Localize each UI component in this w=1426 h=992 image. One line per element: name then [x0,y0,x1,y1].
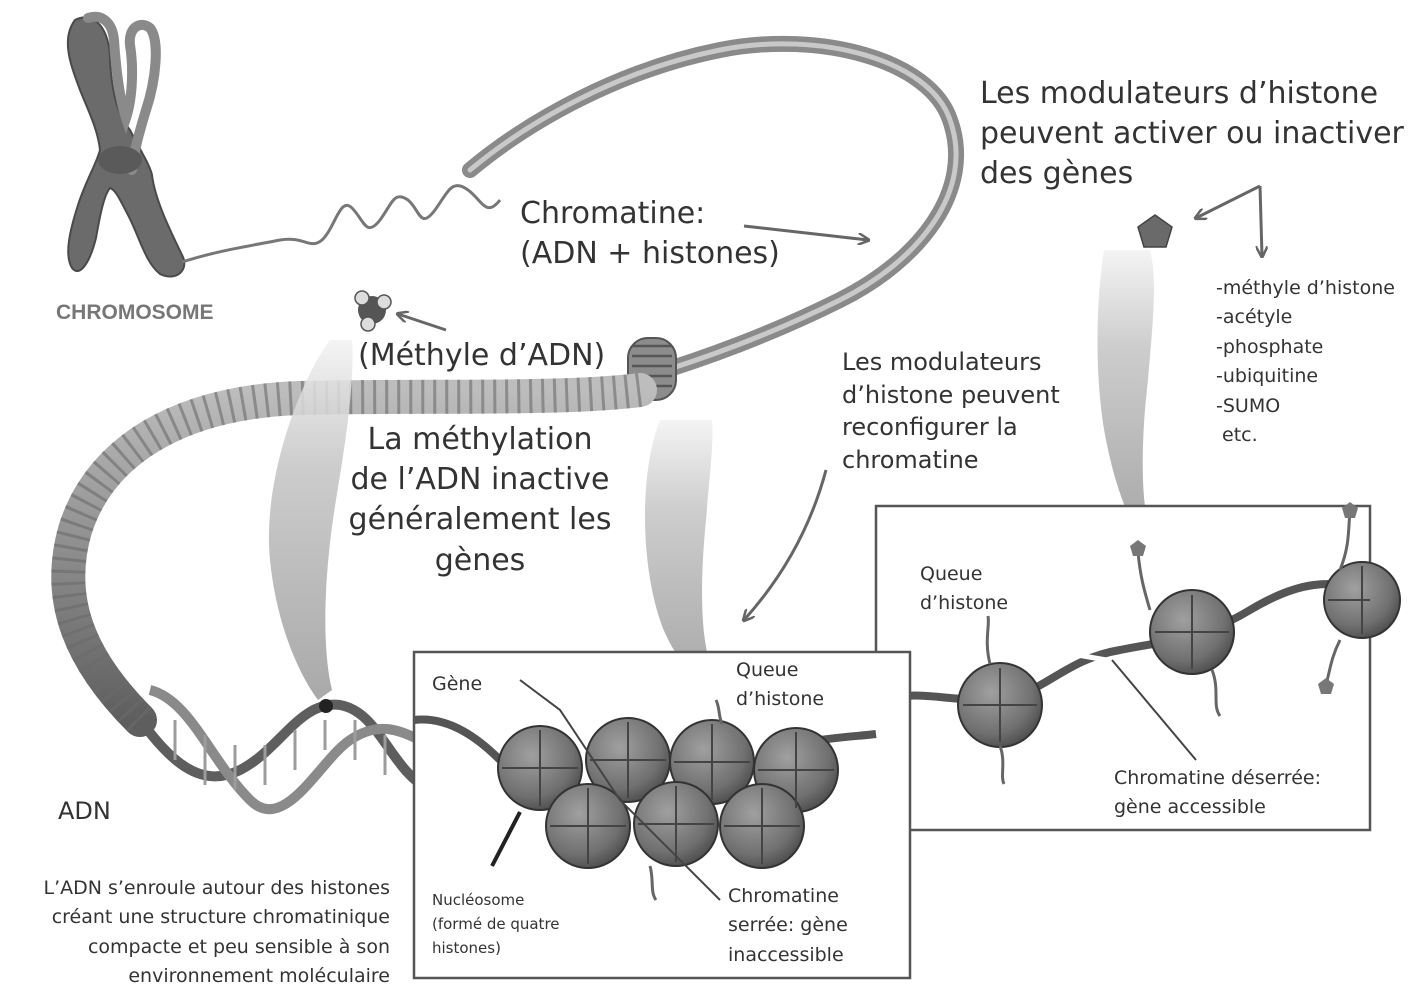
modulators-mid-line-1: Les modulateurs [842,346,1060,379]
dna-helix [140,690,430,809]
open-chromatin-line-2: gène accessible [1114,793,1321,822]
modification-item: -ubiquitine [1216,362,1395,391]
modification-list: -méthyle d’histone -acétyle -phosphate -… [1216,274,1395,451]
modulators-mid-line-4: chromatine [842,444,1060,477]
modification-item: -SUMO [1216,392,1395,421]
modification-item: -méthyle d’histone [1216,274,1395,303]
modulators-top-note: Les modulateurs d’histone peuvent active… [980,74,1404,195]
adn-note-line-2: créant une structure chromatinique [6,903,390,932]
histone-tail-left-line-1: Queue [736,656,824,685]
histone-tail-right-line-1: Queue [920,560,1008,589]
histone-tail-left-label: Queue d’histone [736,656,824,715]
open-chromatin-label: Chromatine déserrée: gène accessible [1114,764,1321,823]
modification-item: etc. [1216,421,1395,450]
modulators-top-line-2: peuvent activer ou inactiver [980,114,1404,154]
adn-note-line-4: environnement moléculaire [6,962,390,991]
methylation-note-line-4: gènes [340,541,620,581]
histone-tail-right-label: Queue d’histone [920,560,1008,619]
nucleosome-line-1: Nucléosome [432,888,560,912]
adn-note-line-1: L’ADN s’enroule autour des histones [6,874,390,903]
tight-chromatin-label: Chromatine serrée: gène inaccessible [728,882,848,970]
nucleosome-line-2: (formé de quatre [432,912,560,936]
nucleosome-line-3: histones) [432,936,560,960]
tight-chromatin-line-1: Chromatine [728,882,848,911]
methylation-note-line-2: de l’ADN inactive [340,460,620,500]
chromosome-label: CHROMOSOME [56,300,214,326]
modulators-top-line-1: Les modulateurs d’histone [980,74,1404,114]
chromatin-label: Chromatine: (ADN + histones) [520,194,780,274]
arrow-modulator-down [1260,186,1262,256]
methylation-note: La méthylation de l’ADN inactive général… [340,420,620,581]
tight-chromatin-line-2: serrée: gène [728,911,848,940]
methyl-dna-label: (Méthyle d’ADN) [358,336,605,376]
adn-note: L’ADN s’enroule autour des histones créa… [6,874,390,992]
histone-tail-right-line-2: d’histone [920,589,1008,618]
beam-modulator [1098,250,1154,530]
adn-label: ADN [58,795,111,828]
open-chromatin-line-1: Chromatine déserrée: [1114,764,1321,793]
chromosome-illustration [68,17,184,277]
beam-chromatin [645,420,713,680]
methylation-note-line-1: La méthylation [340,420,620,460]
nucleosome-label: Nucléosome (formé de quatre histones) [432,888,560,960]
adn-note-line-3: compacte et peu sensible à son [6,933,390,962]
tight-chromatin-line-3: inaccessible [728,941,848,970]
arrow-methyl [398,314,446,330]
modification-item: -acétyle [1216,303,1395,332]
thin-fiber [182,186,500,262]
gene-label: Gène [432,670,482,699]
chromatin-label-line-1: Chromatine: [520,194,780,234]
methyl-molecule-icon [355,291,391,331]
arrow-reconfigure [744,470,826,620]
methyl-on-dna-icon [319,699,333,713]
modification-item: -phosphate [1216,333,1395,362]
chromatin-label-line-2: (ADN + histones) [520,234,780,274]
modulators-mid-line-3: reconfigurer la [842,411,1060,444]
histone-tail-left-line-2: d’histone [736,685,824,714]
methylation-note-line-3: généralement les [340,500,620,540]
modulators-top-line-3: des gènes [980,154,1404,194]
histone-modulator-icon [1138,215,1172,247]
modulators-mid-line-2: d’histone peuvent [842,379,1060,412]
modulators-mid-note: Les modulateurs d’histone peuvent reconf… [842,346,1060,477]
